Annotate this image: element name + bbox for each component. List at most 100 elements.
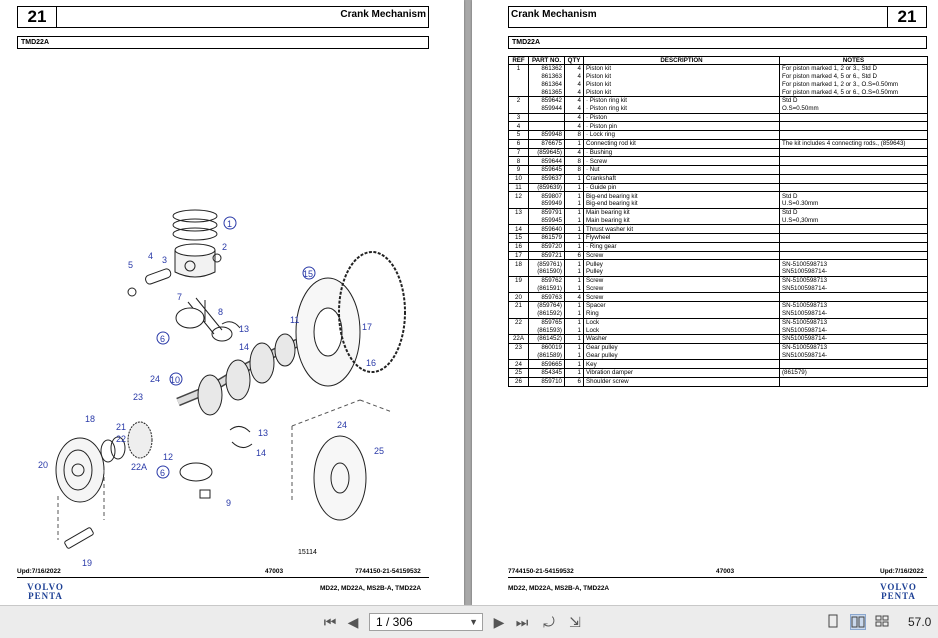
footer-center: 47003 <box>265 568 284 575</box>
ref-cell: 4 <box>508 121 529 131</box>
notes-cell: The kit includes 4 connecting rods., (85… <box>779 138 928 148</box>
next-page-icon[interactable]: ▶ <box>493 614 505 630</box>
callout-14a: 14 <box>239 342 249 352</box>
part-no-cell: 859948 <box>528 130 565 140</box>
ref-cell <box>508 268 529 277</box>
spread-view-icon[interactable] <box>875 614 891 630</box>
callout-15: 15 <box>303 269 313 279</box>
single-page-view-icon[interactable] <box>826 614 842 630</box>
callout-18: 18 <box>85 414 95 424</box>
part-no-cell: 861365 <box>528 88 565 97</box>
notes-cell: SN-5100598713 <box>779 259 928 268</box>
description-cell: Key <box>583 359 780 369</box>
callout-22: 22 <box>116 434 126 444</box>
description-cell: Flywheel <box>583 233 780 243</box>
part-no-cell: 859949 <box>528 200 565 209</box>
notes-cell <box>779 359 928 369</box>
qty-cell: 4 <box>564 80 584 89</box>
viewer-toolbar: ⏮ ◀ 1 / 306 ▼ ▶ ⏭ ⤾ ⇲ 57.0 <box>0 605 938 638</box>
part-no-cell: (861591) <box>528 284 565 293</box>
qty-cell: 1 <box>564 259 584 268</box>
export-icon[interactable]: ⇲ <box>569 614 581 630</box>
footer-right: Upd:7/16/2022 <box>880 568 924 575</box>
document-viewport[interactable]: 21 Crank Mechanism TMD22A <box>0 0 938 605</box>
ref-cell <box>508 80 529 89</box>
qty-cell: 1 <box>564 359 584 369</box>
part-no-cell: (859761) <box>528 259 565 268</box>
notes-cell: SN5100598714- <box>779 334 928 344</box>
part-no-cell: (861452) <box>528 334 565 344</box>
notes-cell: Std D <box>779 191 928 200</box>
exploded-parts-diagram: 1 2 3 4 5 6 7 8 9 10 11 12 13 13 14 14 1… <box>38 209 406 568</box>
two-page-view-icon[interactable] <box>850 614 866 630</box>
chevron-down-icon[interactable]: ▼ <box>469 617 478 627</box>
part-no-cell: 876675 <box>528 138 565 148</box>
part-no-cell: 861362 <box>528 63 565 73</box>
ref-cell: 22 <box>508 317 529 327</box>
notes-cell: SN5100598714- <box>779 268 928 277</box>
description-cell: Screw <box>583 275 780 285</box>
description-cell: Lock <box>583 326 780 335</box>
zoom-level[interactable]: 57.0 <box>908 615 932 629</box>
page-number-field[interactable]: 1 / 306 ▼ <box>369 613 483 631</box>
callout-16: 16 <box>366 358 376 368</box>
part-no-cell: 859644 <box>528 156 565 166</box>
part-no-cell: (861589) <box>528 351 565 360</box>
callout-9: 9 <box>226 498 231 508</box>
page-indicator: 1 / 306 <box>376 615 413 629</box>
description-cell: Piston kit <box>583 72 780 81</box>
col-part-no: PART NO. <box>528 56 565 65</box>
rotate-icon[interactable]: ⤾ <box>543 614 555 630</box>
ref-cell <box>508 88 529 97</box>
prev-page-icon[interactable]: ◀ <box>347 614 359 630</box>
footer-right: 7744150-21-54159532 <box>355 568 421 575</box>
qty-cell: 6 <box>564 250 584 260</box>
col-ref: REF <box>508 56 529 65</box>
part-no-cell: 859807 <box>528 191 565 200</box>
ref-cell: 12 <box>508 191 529 200</box>
callout-1: 1 <box>227 219 232 229</box>
model-code: TMD22A <box>508 36 927 49</box>
qty-cell: 1 <box>564 241 584 251</box>
description-cell: Pulley <box>583 259 780 268</box>
callout-17: 17 <box>362 322 372 332</box>
callout-25: 24 <box>337 420 347 430</box>
part-no-cell: (859764) <box>528 300 565 310</box>
qty-cell: 1 <box>564 207 584 217</box>
first-page-icon[interactable]: ⏮ <box>323 614 337 630</box>
ref-cell <box>508 309 529 318</box>
page-header: Crank Mechanism 21 <box>508 6 927 28</box>
last-page-icon[interactable]: ⏭ <box>515 614 529 630</box>
notes-cell: SN5100598714- <box>779 326 928 335</box>
notes-cell: SN5100598714- <box>779 309 928 318</box>
qty-cell: 1 <box>564 300 584 310</box>
callout-20: 20 <box>38 460 48 470</box>
ref-cell <box>508 216 529 225</box>
notes-cell: SN-5100598713 <box>779 275 928 285</box>
description-cell: Spacer <box>583 300 780 310</box>
qty-cell: 1 <box>564 284 584 293</box>
footer-rule <box>17 577 429 578</box>
qty-cell: 8 <box>564 130 584 140</box>
part-no-cell: 859721 <box>528 250 565 260</box>
notes-cell: SN-5100598713 <box>779 300 928 310</box>
ref-cell: 18 <box>508 259 529 268</box>
notes-cell: SN5100598714- <box>779 351 928 360</box>
description-cell: Screw <box>583 292 780 302</box>
qty-cell: 4 <box>564 147 584 157</box>
qty-cell: 1 <box>564 334 584 344</box>
notes-cell: For piston marked 4, 5 or 6., Std D <box>779 72 928 81</box>
qty-cell: 4 <box>564 88 584 97</box>
description-cell: Screw <box>583 284 780 293</box>
